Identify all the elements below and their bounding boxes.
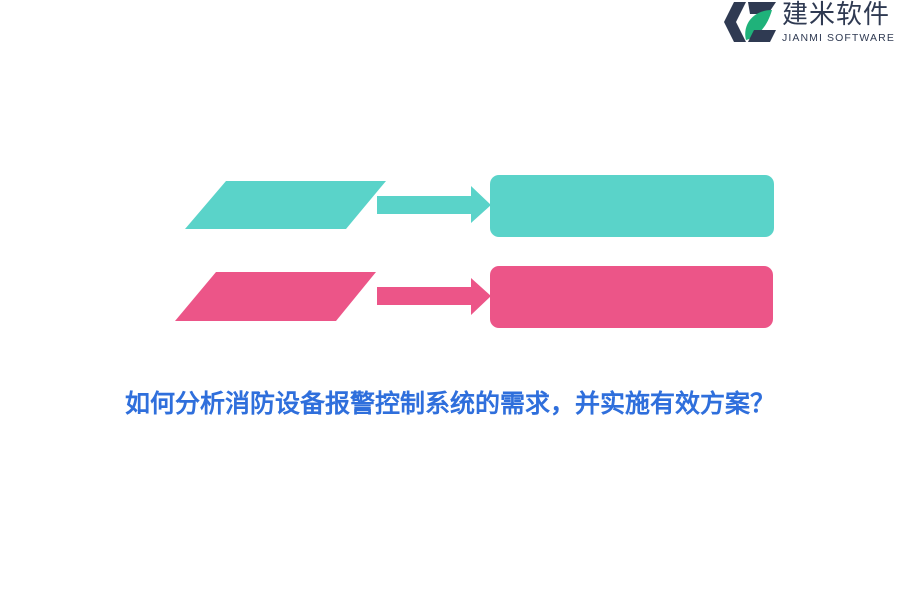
parallelogram-shape-1	[185, 181, 386, 229]
question-title: 如何分析消防设备报警控制系统的需求，并实施有效方案？	[124, 389, 775, 418]
rounded-box-1	[490, 175, 774, 237]
parallelogram-shape-2	[175, 272, 376, 321]
flow-diagram	[175, 175, 774, 328]
jianmi-logo-icon	[724, 2, 776, 42]
diagram-row-1	[185, 175, 774, 237]
diagram-row-2	[175, 266, 773, 328]
brand-logo[interactable]: 建米软件 JIANMI SOFTWARE	[724, 0, 900, 48]
brand-name-en: JIANMI SOFTWARE	[782, 32, 895, 44]
brand-name-cn: 建米软件	[782, 0, 891, 30]
arrow-right-icon-2	[377, 278, 491, 315]
arrow-right-icon-1	[377, 186, 491, 223]
rounded-box-2	[490, 266, 773, 328]
